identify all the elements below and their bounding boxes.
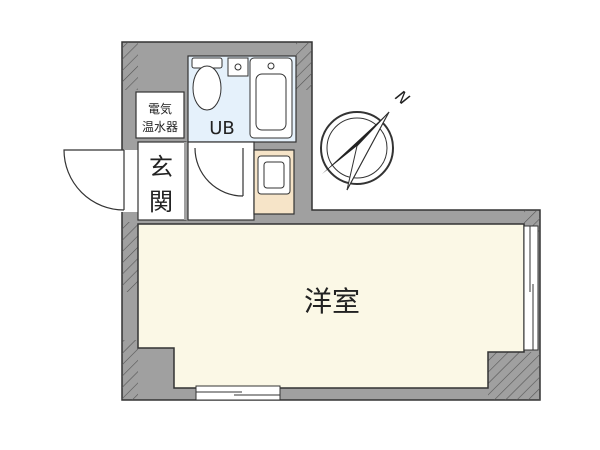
right-window xyxy=(523,225,539,351)
water-heater-closet xyxy=(135,91,185,139)
bottom-window xyxy=(195,385,281,401)
entrance-label-line2: 関 xyxy=(149,188,173,216)
bath-door-swing xyxy=(194,147,244,197)
toilet-icon xyxy=(191,57,223,111)
entrance-label-line1: 玄 xyxy=(149,153,173,181)
wall-hatch-bottom-left xyxy=(122,340,138,400)
wall-hatch-top-right xyxy=(296,42,312,90)
entrance-step xyxy=(184,142,188,220)
north-label: N xyxy=(392,86,413,108)
bath-label: UB xyxy=(209,118,235,139)
water-heater-label-line1: 電気 xyxy=(148,101,172,116)
wall-hatch-top-left xyxy=(122,42,138,90)
kitchen-sink-basin xyxy=(263,161,285,189)
entrance-door-swing xyxy=(63,149,125,211)
bathtub-icon xyxy=(249,57,293,139)
sink-icon xyxy=(227,57,249,77)
kitchen-sink-icon xyxy=(257,155,291,195)
hallway-floor xyxy=(187,141,255,221)
water-heater-label-line2: 温水器 xyxy=(142,120,178,134)
wall-hatch-left-mid xyxy=(122,222,138,292)
western-room-label: 洋室 xyxy=(304,285,360,318)
compass xyxy=(320,111,394,191)
wall-hatch-bottom-right xyxy=(488,352,540,400)
